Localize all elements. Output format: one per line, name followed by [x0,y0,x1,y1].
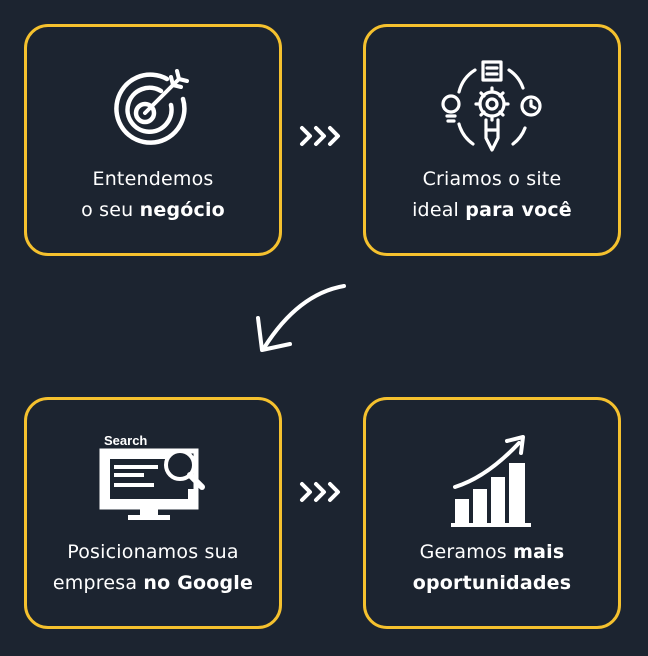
step-caption: Geramos mais oportunidades [372,537,612,599]
search-monitor-icon: Search [27,433,279,526]
step-caption: Entendemos o seu negócio [33,164,273,226]
caption-line-1: Geramos mais [372,537,612,568]
caption-bold: mais [513,541,565,563]
creative-process-icon [366,60,618,153]
triple-chevron-right-icon [300,482,340,502]
caption-line-2: o seu negócio [33,195,273,226]
caption-line-2: oportunidades [412,572,572,594]
step-card-opportunities: Geramos mais oportunidades [363,397,621,629]
step-card-google-positioning: Search Posicionamos sua empresa no Googl… [24,397,282,629]
caption-plain: empresa [52,572,144,594]
caption-bold: no Google [143,572,254,594]
caption-plain: ideal [412,199,466,221]
growth-chart-icon [366,435,618,527]
caption-plain: o seu [81,199,140,221]
caption-line-1: Posicionamos sua [67,541,239,563]
step-caption: Posicionamos sua empresa no Google [33,537,273,599]
target-icon [27,63,279,153]
caption-line-2: ideal para você [372,195,612,226]
step-card-understand: Entendemos o seu negócio [24,24,282,256]
curved-arrow-down-left-icon [256,284,346,352]
caption-plain: Geramos [419,541,514,563]
step-caption: Criamos o site ideal para você [372,164,612,226]
triple-chevron-right-icon [300,126,340,146]
caption-bold: negócio [139,199,225,221]
caption-bold: para você [465,199,572,221]
step-card-create-site: Criamos o site ideal para você [363,24,621,256]
search-label: Search [104,433,147,448]
caption-line-2: empresa no Google [33,568,273,599]
caption-line-1: Criamos o site [422,168,562,190]
caption-line-1: Entendemos [92,168,214,190]
